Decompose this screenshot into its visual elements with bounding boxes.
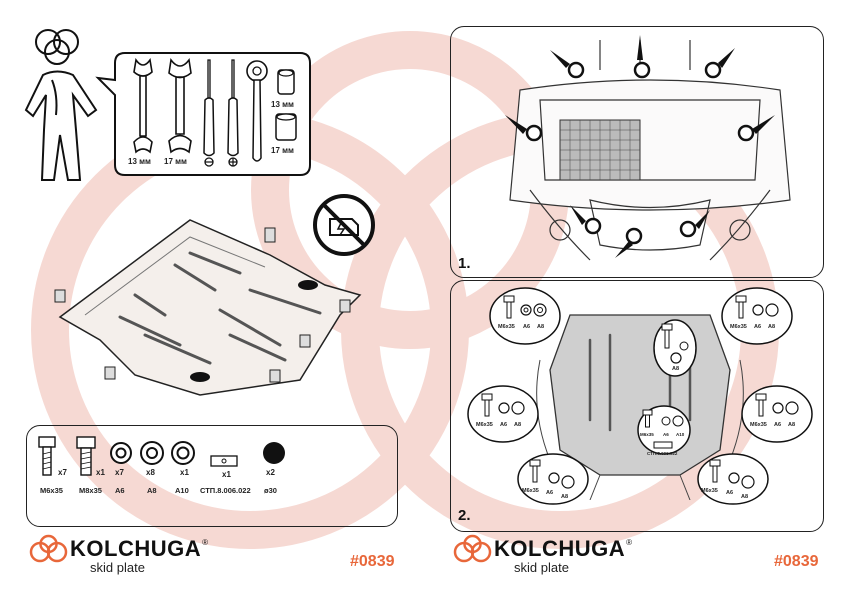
callout-tl-w1: A6	[523, 324, 531, 330]
part-qty-m6: x7	[58, 468, 67, 477]
callout-bl-w1: A6	[546, 490, 554, 496]
callout-bottom-right	[697, 453, 769, 505]
part-qty-a8: x8	[146, 468, 155, 477]
callout-bl-w2: A8	[561, 494, 569, 500]
part-qty-plug: x2	[266, 468, 275, 477]
part-label-a10: A10	[175, 486, 189, 495]
wrench-13-icon	[133, 58, 153, 154]
part-label-a6: A6	[115, 486, 125, 495]
no-engine-sign-icon	[313, 194, 375, 256]
part-qty-plate: x1	[222, 470, 231, 479]
skid-plate-drawing	[54, 219, 362, 396]
callout-br-bolt: M6x35	[701, 488, 718, 494]
callout-top-right	[721, 287, 793, 345]
callout-tl-w2: A8	[537, 324, 545, 330]
wrench-13-label: 13 мм	[128, 157, 151, 166]
part-qty-a10: x1	[180, 468, 189, 477]
brand-subtitle: skid plate	[90, 560, 145, 575]
step-1-panel	[450, 26, 824, 278]
brand-subtitle-right: skid plate	[514, 560, 569, 575]
callout-mid-right	[741, 385, 813, 443]
bolt-m8-icon	[76, 436, 96, 476]
registered-mark-right: ®	[626, 538, 633, 547]
callout-center-w2: A10	[676, 432, 685, 437]
callout-tr-w2: A8	[768, 324, 776, 330]
callout-tr-bolt: M6x35	[730, 324, 747, 330]
callout-small-w: A8	[672, 366, 680, 372]
callout-ml-w1: A6	[500, 422, 508, 428]
brand-name-right: KOLCHUGA	[494, 536, 626, 561]
callout-tl-bolt: M6x35	[498, 324, 515, 330]
callout-ml-w2: A8	[514, 422, 522, 428]
part-label-m8: M8x35	[79, 486, 102, 495]
callout-center-bolt: M6x35	[640, 432, 654, 437]
callout-center-w1: A6	[663, 432, 669, 437]
part-label-m6: M6x35	[40, 486, 63, 495]
socket-17-icon	[275, 113, 297, 141]
step-2-label: 2.	[458, 507, 471, 524]
step-1-underbody-drawing	[505, 35, 791, 261]
bolt-m6-icon	[38, 436, 56, 476]
plate-part-icon	[210, 455, 238, 467]
callout-center-part: СТП.8.006.022	[647, 451, 678, 456]
kolchuga-logo-icon-right	[453, 534, 492, 563]
part-label-a8: A8	[147, 486, 157, 495]
wrench-17-icon	[168, 58, 192, 154]
brand-right: KOLCHUGA® skid plate	[494, 538, 632, 575]
callout-bottom-left	[517, 453, 589, 505]
callout-center	[637, 405, 691, 455]
socket-13-label: 13 мм	[271, 100, 294, 109]
callout-mr-w2: A8	[788, 422, 796, 428]
brand-left: KOLCHUGA® skid plate	[70, 538, 208, 575]
wrench-17-label: 17 мм	[164, 157, 187, 166]
callout-br-w1: A6	[726, 490, 734, 496]
callout-bl-bolt: M6x35	[522, 488, 539, 494]
ratchet-icon	[246, 60, 268, 162]
registered-mark: ®	[202, 538, 209, 547]
plug-icon	[263, 442, 285, 464]
kolchuga-logo-icon	[29, 534, 68, 563]
flat-screwdriver-icon	[203, 59, 215, 167]
callout-center-small	[653, 319, 697, 377]
washer-a8-icon	[140, 441, 164, 465]
parts-panel	[26, 425, 398, 527]
callout-br-w2: A8	[741, 494, 749, 500]
callout-mr-bolt: M6x35	[750, 422, 767, 428]
washer-a6-icon	[110, 442, 132, 464]
callout-ml-bolt: M6x35	[476, 422, 493, 428]
washer-a10-icon	[171, 441, 195, 465]
brand-name: KOLCHUGA	[70, 536, 202, 561]
callout-tr-w1: A6	[754, 324, 762, 330]
product-code-left: #0839	[350, 553, 395, 570]
socket-17-label: 17 мм	[271, 146, 294, 155]
part-qty-a6: x7	[115, 468, 124, 477]
step-2-panel	[450, 280, 824, 532]
part-label-plug: ø30	[264, 486, 277, 495]
mechanic-figure-icon	[24, 29, 98, 181]
callout-mid-left	[467, 385, 539, 443]
step-1-label: 1.	[458, 255, 471, 272]
callout-mr-w1: A6	[774, 422, 782, 428]
part-qty-m8: x1	[96, 468, 105, 477]
socket-13-icon	[277, 69, 295, 95]
product-code-right: #0839	[774, 553, 819, 570]
callout-top-left	[489, 287, 561, 345]
phillips-screwdriver-icon	[227, 59, 239, 167]
part-label-plate: СТП.8.006.022	[200, 486, 251, 495]
